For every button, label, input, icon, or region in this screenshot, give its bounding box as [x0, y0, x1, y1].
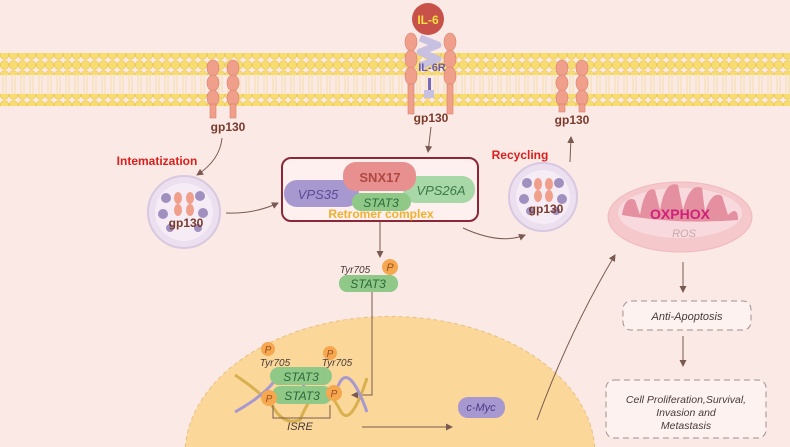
gp130-receptor-center — [404, 32, 457, 115]
endosome-vesicle-right — [508, 162, 578, 232]
outcome-box — [605, 379, 767, 439]
stat3-phospho — [339, 275, 398, 292]
il6r-label: IL-6R — [418, 62, 446, 74]
cmyc-label: c-Myc — [466, 402, 496, 414]
phosphate-groups — [261, 342, 342, 406]
snx17-label: SNX17 — [359, 170, 400, 185]
tyr705-label-2: Tyr705 — [322, 358, 353, 369]
anti-apoptosis-box — [622, 300, 752, 331]
oxphox-label: OXPHOX — [650, 206, 711, 222]
retromer-complex-label: Retromer complex — [328, 207, 434, 221]
stat3-retromer-label: STAT3 — [363, 196, 399, 210]
snx17-protein — [343, 162, 416, 191]
internalization-label: Intematization — [117, 154, 198, 168]
il6-ligand — [412, 3, 444, 35]
phosphate-3: P — [266, 394, 273, 405]
gp130-receptor-right — [555, 59, 589, 113]
vps35-protein — [284, 180, 359, 207]
stat3-dimer-top — [270, 367, 332, 385]
gp130-label-vesicle-left: gp130 — [169, 216, 204, 230]
gp130-label-vesicle-right: gp130 — [529, 202, 564, 216]
phosphate-1: P — [265, 345, 272, 356]
tyr705-label-1: Tyr705 — [260, 358, 291, 369]
stat3-dimer-bottom — [272, 386, 332, 404]
phosphate-circle — [382, 259, 398, 275]
endosome-vesicle-left — [147, 175, 221, 249]
phosphate-2: P — [327, 349, 334, 360]
vps26a-protein — [403, 176, 475, 203]
isre-bracket — [272, 405, 331, 419]
phosphate-4: P — [331, 389, 338, 400]
ros-label: ROS — [672, 228, 697, 240]
vps35-label: VPS35 — [298, 187, 339, 202]
il6-label: IL-6 — [417, 13, 439, 27]
gp130-label-left: gp130 — [211, 120, 246, 134]
recycling-label: Recycling — [492, 148, 549, 162]
stat3-bottom-label: STAT3 — [284, 389, 320, 403]
stat3-top-label: STAT3 — [283, 370, 319, 384]
outcome-line-1: Cell Proliferation,Survival, — [626, 394, 746, 406]
vps26a-label: VPS26A — [416, 183, 465, 198]
anti-apoptosis-label: Anti-Apoptosis — [651, 311, 723, 323]
gp130-label-center: gp130 — [414, 111, 449, 125]
stat3-phospho-label: STAT3 — [350, 277, 386, 291]
outcome-line-3: Metastasis — [661, 420, 712, 432]
cmyc-protein — [458, 397, 505, 418]
outcome-line-2: Invasion and — [656, 407, 717, 419]
gp130-label-right: gp130 — [555, 113, 590, 127]
isre-label: ISRE — [287, 421, 313, 433]
il6r-receptor — [416, 34, 442, 98]
stat3-retromer — [352, 193, 411, 211]
phosphate-label: P — [386, 262, 394, 274]
arrows — [196, 126, 687, 431]
cell-membrane — [0, 53, 790, 106]
tyr705-label: Tyr705 — [340, 265, 371, 276]
gp130-receptor-left — [206, 59, 240, 119]
mitochondrion — [607, 181, 753, 253]
